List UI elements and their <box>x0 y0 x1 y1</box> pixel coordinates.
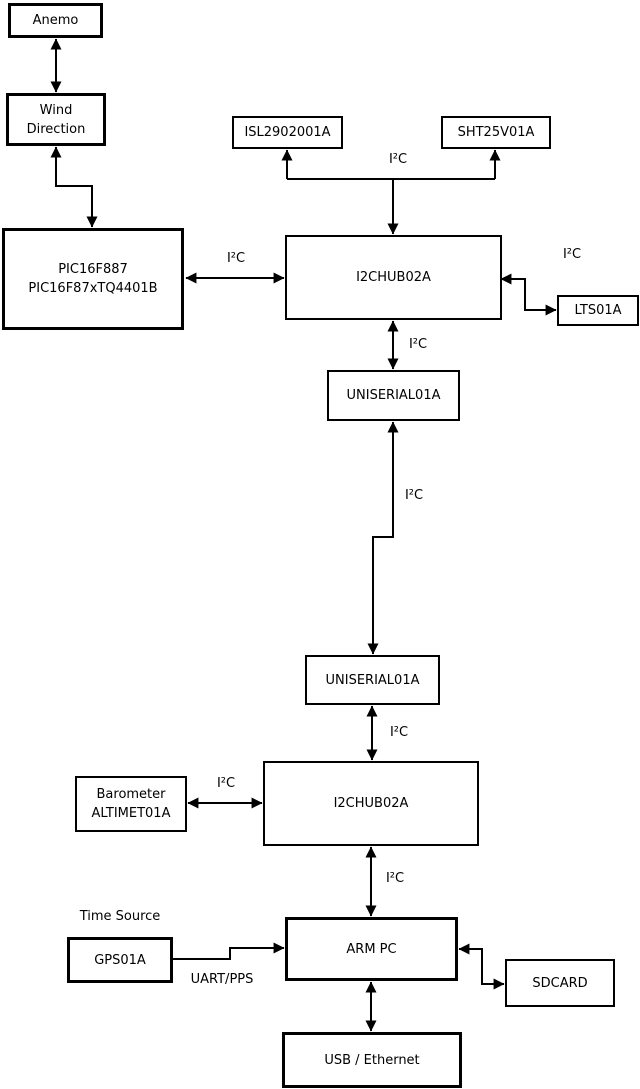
label-i2c-uniserial2-hub2: I²C <box>389 725 409 740</box>
node-pic16f887-label-line2: PIC16F87xTQ4401B <box>28 281 158 296</box>
node-anemo-label: Anemo <box>32 13 79 28</box>
label-time-source: Time Source <box>79 909 161 924</box>
node-arm-pc-label: ARM PC <box>346 941 397 957</box>
node-lts01a: LTS01A <box>557 295 639 326</box>
label-i2c-barometer-hub2: I²C <box>216 776 236 791</box>
label-i2c-hub2-armpc: I²C <box>385 871 405 886</box>
node-sht25v01a-label: SHT25V01A <box>457 125 535 140</box>
node-sdcard-label: SDCARD <box>532 975 588 991</box>
node-sht25v01a: SHT25V01A <box>441 116 551 149</box>
node-gps01a-label: GPS01A <box>94 952 146 968</box>
node-wind-direction-label-line1: Wind <box>39 102 73 118</box>
label-uart-pps: UART/PPS <box>190 972 254 987</box>
edge-uniserial1-uniserial2 <box>367 421 399 655</box>
node-uniserial01a-lower: UNISERIAL01A <box>305 655 440 705</box>
node-i2chub02a-upper: I2CHUB02A <box>285 235 502 320</box>
node-arm-pc: ARM PC <box>285 917 458 981</box>
node-usb-ethernet: USB / Ethernet <box>282 1032 462 1088</box>
label-i2c-pic-hub1: I²C <box>226 251 246 266</box>
node-wind-direction: Wind Direction <box>6 93 106 146</box>
node-gps01a: GPS01A <box>67 937 173 983</box>
node-pic16f887: PIC16F887 PIC16F87xTQ4401B <box>2 228 184 330</box>
label-i2c-hub1-lts: I²C <box>562 247 582 262</box>
label-i2c-uniserial-link: I²C <box>404 488 424 503</box>
node-i2chub02a-lower: I2CHUB02A <box>263 761 479 846</box>
label-i2c-bus: I²C <box>388 152 408 167</box>
node-barometer-label-line1: Barometer <box>96 787 166 802</box>
edge-hub1-lts <box>500 273 557 316</box>
node-isl2902001a: ISL2902001A <box>232 116 343 149</box>
edge-gps-armpc <box>173 942 285 960</box>
node-pic16f887-label-line1: PIC16F887 <box>58 262 128 277</box>
node-isl2902001a-label: ISL2902001A <box>244 125 331 140</box>
node-uniserial01a-lower-label: UNISERIAL01A <box>325 672 420 688</box>
node-i2chub02a-lower-label: I2CHUB02A <box>333 796 409 811</box>
edge-wind-pic <box>50 146 98 228</box>
node-uniserial01a-upper-label: UNISERIAL01A <box>346 388 441 403</box>
node-uniserial01a-upper: UNISERIAL01A <box>327 370 460 421</box>
label-i2c-hub1-uniserial1: I²C <box>408 337 428 352</box>
node-anemo: Anemo <box>8 3 103 38</box>
node-i2chub02a-upper-label: I2CHUB02A <box>356 270 431 285</box>
edge-armpc-sdcard <box>458 943 505 990</box>
node-lts01a-label: LTS01A <box>574 303 622 318</box>
node-barometer-altimet01a: Barometer ALTIMET01A <box>75 776 187 832</box>
node-sdcard: SDCARD <box>505 959 615 1007</box>
node-usb-ethernet-label: USB / Ethernet <box>324 1052 420 1068</box>
node-wind-direction-label-line2: Direction <box>26 121 86 137</box>
node-barometer-label-line2: ALTIMET01A <box>91 806 171 821</box>
